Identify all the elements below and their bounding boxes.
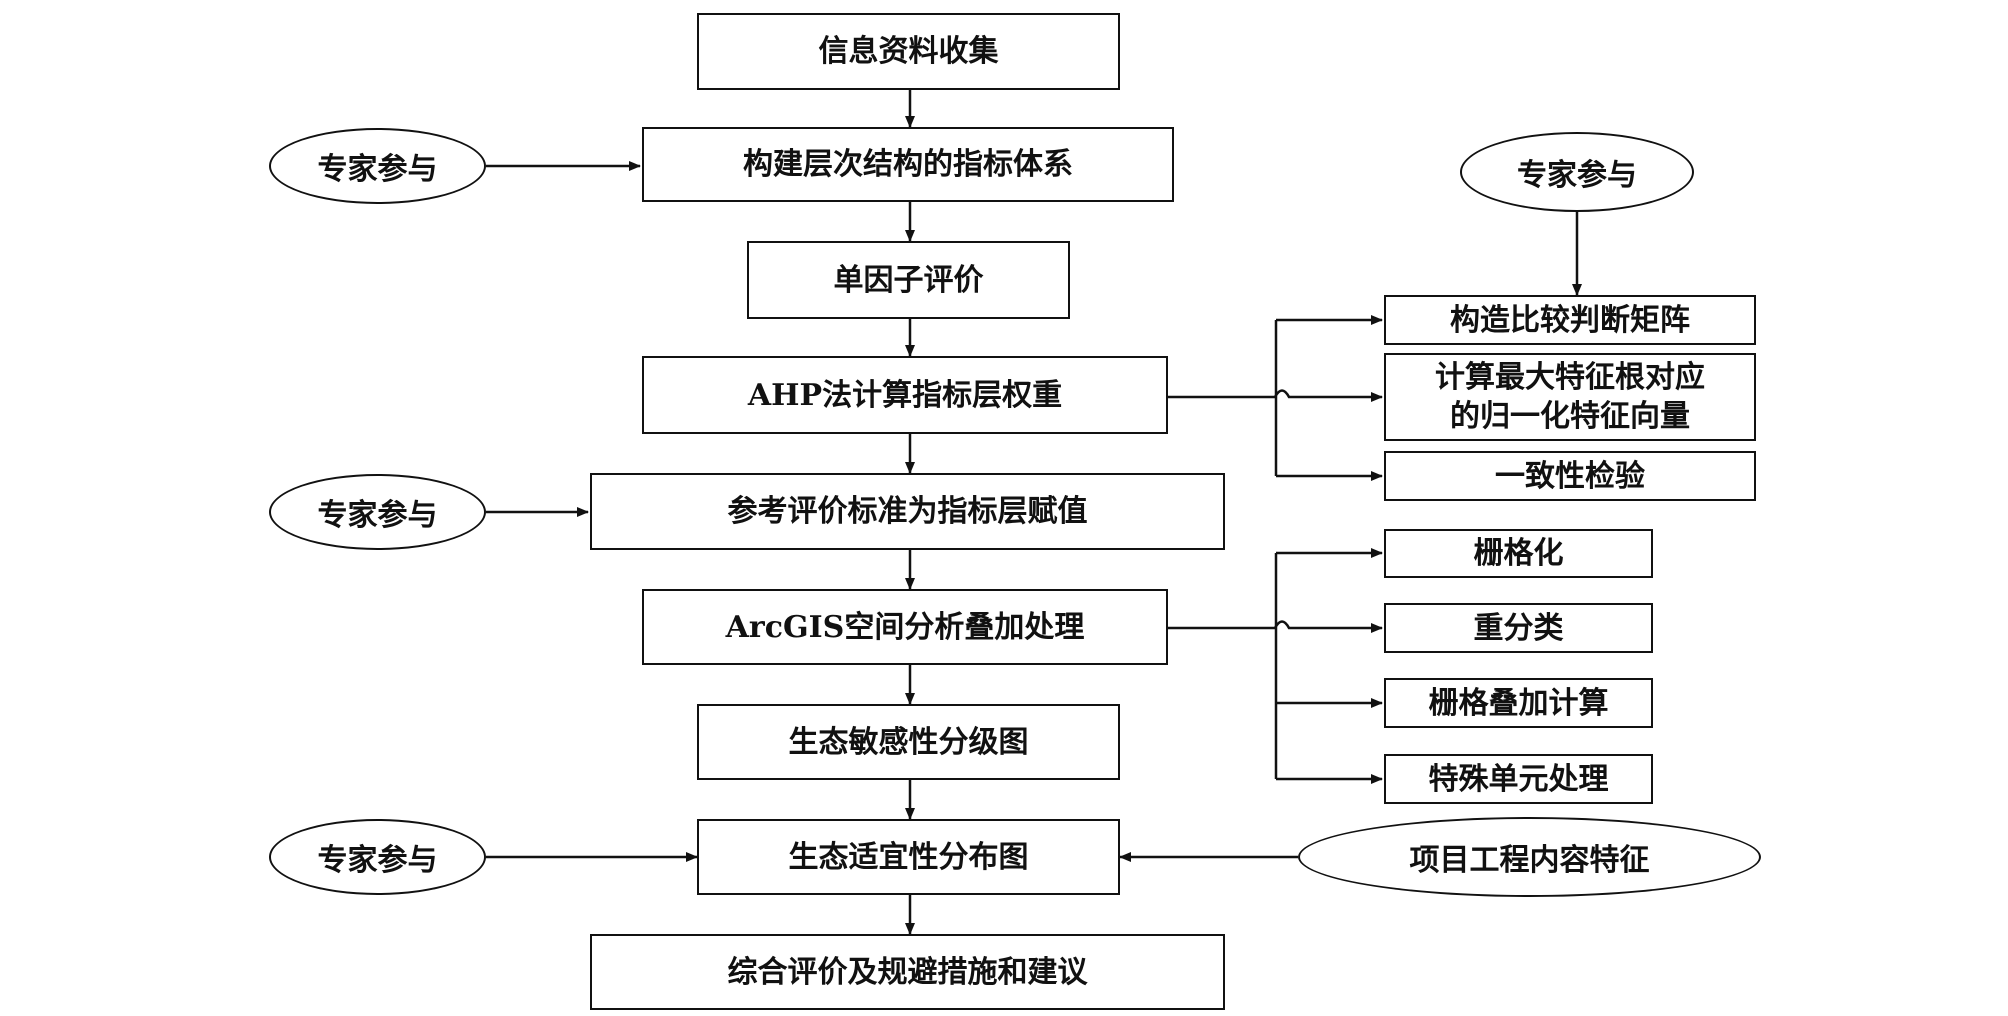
step-arcgis-overlay: ArcGIS空间分析叠加处理 bbox=[642, 589, 1168, 665]
expert-input-3-label: 专家参与 bbox=[317, 843, 438, 878]
step-assign-values: 参考评价标准为指标层赋值 bbox=[590, 473, 1225, 550]
step-single-factor: 单因子评价 bbox=[747, 241, 1070, 319]
ahp-sub-comparison-matrix: 构造比较判断矩阵 bbox=[1384, 295, 1756, 345]
step-final-evaluation-label: 综合评价及规避措施和建议 bbox=[727, 954, 1088, 990]
ahp-sub-comparison-matrix-label: 构造比较判断矩阵 bbox=[1450, 302, 1690, 338]
step-ahp-weights: AHP法计算指标层权重 bbox=[642, 356, 1168, 434]
arcgis-sub-rasterize: 栅格化 bbox=[1384, 529, 1653, 578]
step-assign-values-label: 参考评价标准为指标层赋值 bbox=[727, 494, 1088, 529]
arcgis-sub-special-units-label: 特殊单元处理 bbox=[1428, 761, 1609, 797]
step-ahp-weights-label: AHP法计算指标层权重 bbox=[747, 377, 1063, 413]
expert-input-1-label: 专家参与 bbox=[317, 152, 438, 187]
project-features-input: 项目工程内容特征 bbox=[1298, 817, 1761, 897]
expert-input-ahp: 专家参与 bbox=[1460, 132, 1694, 212]
ahp-sub-eigenvector-line1: 计算最大特征根对应 bbox=[1435, 360, 1705, 395]
step-arcgis-overlay-label: ArcGIS空间分析叠加处理 bbox=[725, 609, 1085, 645]
step-sensitivity-map-label: 生态敏感性分级图 bbox=[788, 724, 1029, 760]
step-single-factor-label: 单因子评价 bbox=[833, 262, 984, 298]
expert-input-1: 专家参与 bbox=[269, 128, 486, 204]
expert-input-2-label: 专家参与 bbox=[317, 498, 438, 533]
arcgis-sub-special-units: 特殊单元处理 bbox=[1384, 754, 1653, 804]
step-info-collection-label: 信息资料收集 bbox=[818, 34, 999, 69]
arcgis-sub-rasterize-label: 栅格化 bbox=[1473, 536, 1564, 571]
expert-input-2: 专家参与 bbox=[269, 474, 486, 550]
step-build-index-system-label: 构建层次结构的指标体系 bbox=[743, 147, 1073, 182]
step-final-evaluation: 综合评价及规避措施和建议 bbox=[590, 934, 1225, 1010]
ahp-sub-eigenvector: 计算最大特征根对应的归一化特征向量 bbox=[1384, 353, 1756, 441]
step-info-collection: 信息资料收集 bbox=[697, 13, 1120, 90]
expert-input-ahp-label: 专家参与 bbox=[1517, 158, 1637, 193]
expert-input-3: 专家参与 bbox=[269, 819, 486, 895]
arcgis-sub-raster-calc-label: 栅格叠加计算 bbox=[1428, 685, 1609, 721]
ahp-sub-consistency-check: 一致性检验 bbox=[1384, 451, 1756, 501]
arcgis-sub-reclassify-label: 重分类 bbox=[1473, 610, 1564, 646]
step-sensitivity-map: 生态敏感性分级图 bbox=[697, 704, 1120, 780]
ahp-sub-eigenvector-line2: 的归一化特征向量 bbox=[1450, 399, 1690, 434]
project-features-input-label: 项目工程内容特征 bbox=[1409, 843, 1650, 878]
ahp-sub-consistency-check-label: 一致性检验 bbox=[1495, 458, 1645, 494]
arcgis-sub-reclassify: 重分类 bbox=[1384, 603, 1653, 653]
arcgis-sub-raster-calc: 栅格叠加计算 bbox=[1384, 678, 1653, 728]
step-suitability-map-label: 生态适宜性分布图 bbox=[788, 839, 1029, 875]
step-suitability-map: 生态适宜性分布图 bbox=[697, 819, 1120, 895]
step-build-index-system: 构建层次结构的指标体系 bbox=[642, 127, 1174, 202]
